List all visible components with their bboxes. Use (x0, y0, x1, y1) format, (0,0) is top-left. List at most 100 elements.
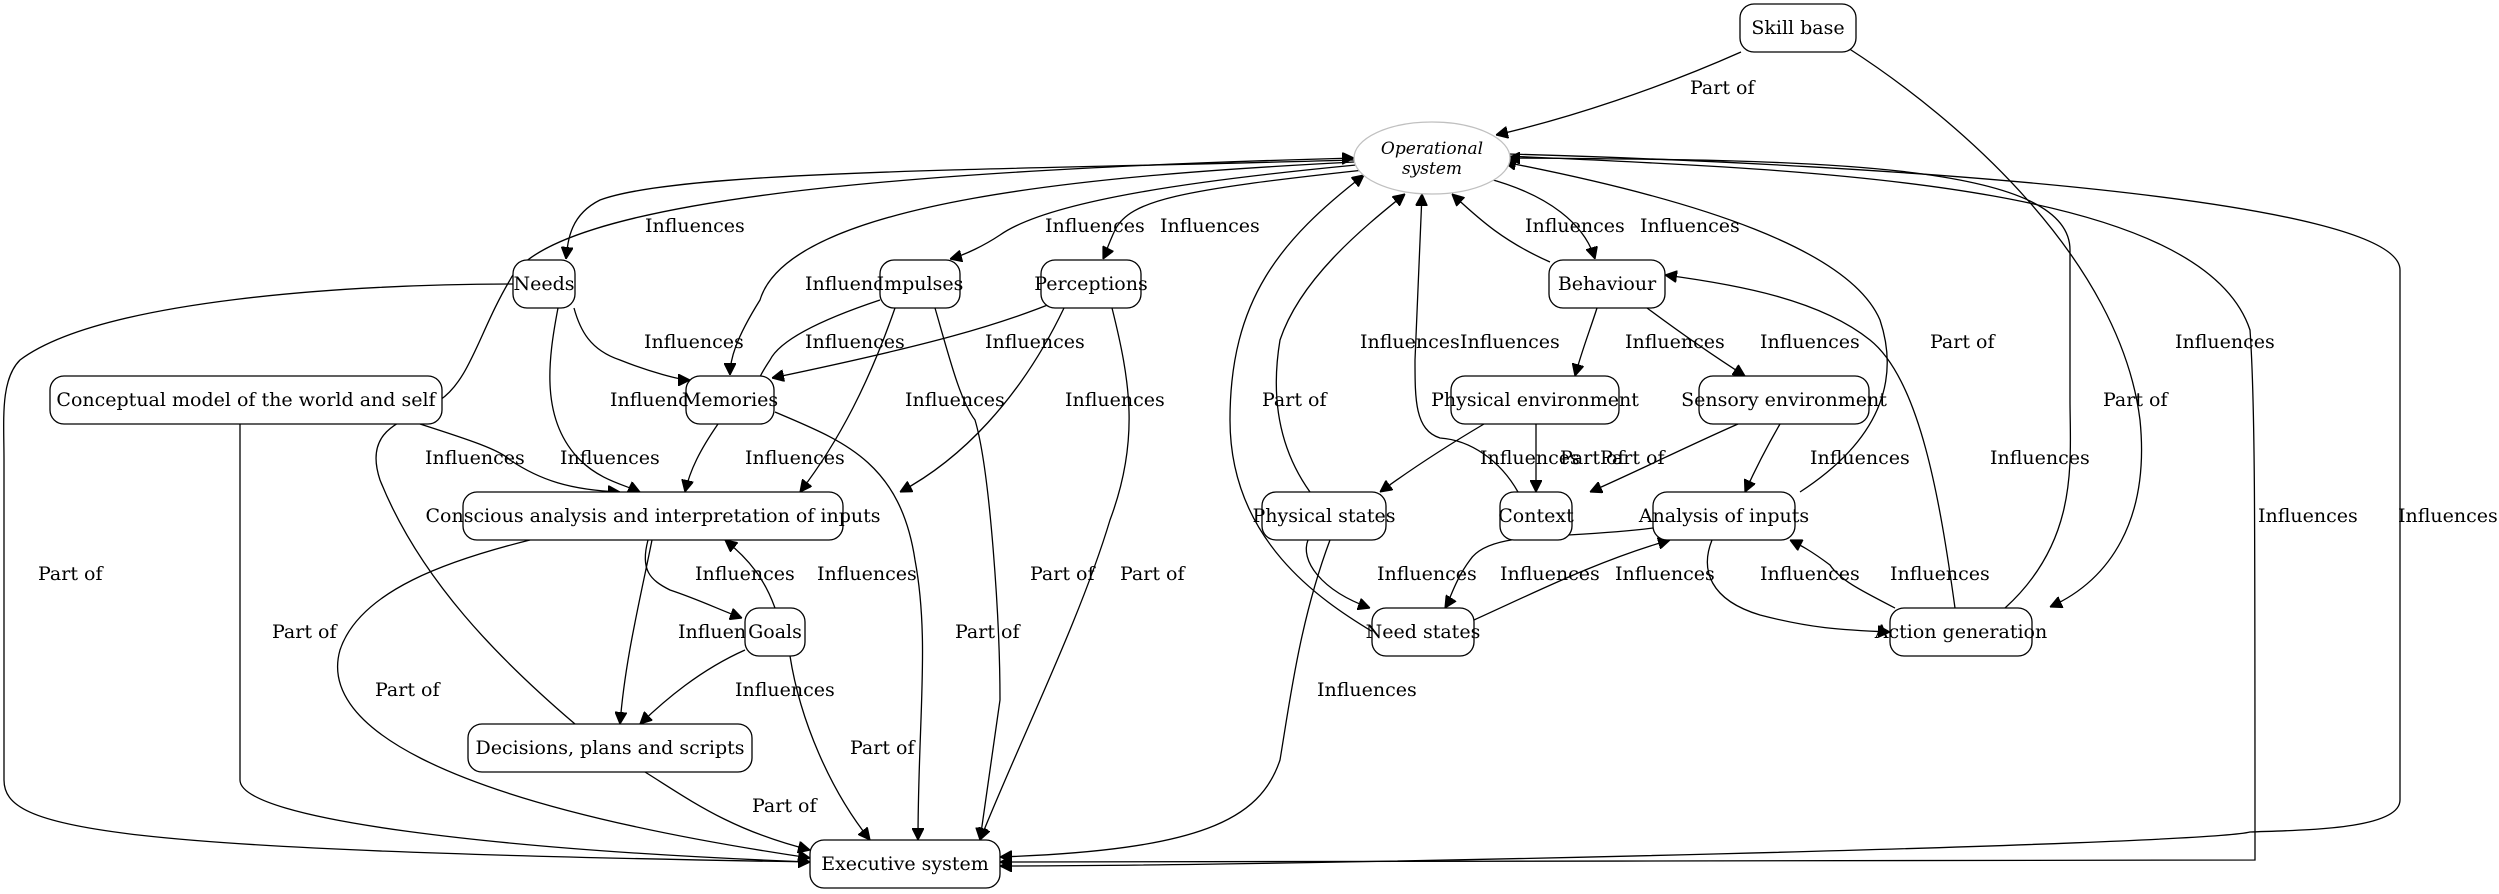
edge-line (566, 159, 1355, 259)
edge-label: Influences (1460, 331, 1560, 353)
node-label: Perceptions (1034, 273, 1147, 295)
node-skill-base[interactable]: Skill base (1739, 3, 1857, 53)
node-perceptions[interactable]: Perceptions (1034, 259, 1148, 309)
edge-needs-to-memories: Influences (573, 307, 744, 380)
edge-label: Influences (1625, 331, 1725, 353)
node-context[interactable]: Context (1498, 491, 1574, 541)
edge-decisions-to-executive: Part of (644, 771, 818, 850)
edge-label: Part of (2103, 389, 2169, 411)
node-shape (49, 375, 443, 425)
node-need-states[interactable]: Need states (1366, 607, 1481, 657)
edge-line (1000, 155, 2256, 862)
edge-label: Part of (850, 737, 916, 759)
node-shape (685, 375, 775, 425)
edge-line (1504, 162, 1888, 493)
edge-context-to-operational: Influences (1414, 194, 1560, 493)
node-behaviour[interactable]: Behaviour (1548, 259, 1666, 309)
node-shape (879, 259, 961, 309)
edge-label: Influences (610, 389, 710, 411)
edge-line (1706, 539, 1890, 632)
edge-analysis-to-need_states: Influences (1445, 527, 1654, 608)
edge-analysis-to-action_gen: Influences (1706, 539, 1890, 632)
edge-label: Part of (1262, 389, 1328, 411)
node-needs[interactable]: Needs (512, 259, 576, 309)
edge-line (730, 161, 1355, 375)
node-label: Physical states (1252, 505, 1395, 527)
edge-line (3, 283, 810, 862)
node-label: Memories (682, 389, 778, 411)
edge-behaviour-to-physical_env: Influences (1575, 307, 1725, 376)
edge-perceptions-to-executive: Part of (980, 307, 1186, 840)
edge-label: Influences (1377, 563, 1477, 585)
edge-physical_env-to-context: Part of (1536, 424, 1626, 492)
node-conscious[interactable]: Conscious analysis and interpretation of… (426, 491, 881, 541)
edge-action_gen-to-operational: Part of (1508, 158, 2169, 609)
edge-line (1305, 539, 1370, 608)
edge-conceptual-to-executive: Part of (239, 424, 810, 862)
edge-conscious-to-executive: Part of (336, 539, 810, 858)
node-memories[interactable]: Memories (682, 375, 778, 425)
edge-line (789, 655, 870, 840)
edge-behaviour-to-operational: Influences (1452, 194, 1625, 263)
edge-line (336, 539, 810, 858)
edge-need_states-to-analysis: Influences (1473, 540, 1715, 621)
edge-line (1508, 158, 2072, 609)
node-shape (1040, 259, 1142, 309)
node-label: Physical environment (1431, 389, 1639, 411)
node-executive[interactable]: Executive system (809, 839, 1001, 889)
edge-operational-to-executive: Influences (1000, 155, 2358, 862)
node-shape (467, 723, 753, 773)
node-shape (809, 839, 1001, 889)
edge-analysis-to-operational: Part of (1504, 162, 1996, 493)
edge-line (1380, 423, 1485, 492)
node-label: Operational (1381, 139, 1483, 159)
edge-operational-to-perceptions: Influences (1103, 169, 1365, 259)
edge-label: Part of (1930, 331, 1996, 353)
edge-operational-to-needs: Influences (566, 159, 1355, 259)
node-shape (1499, 491, 1573, 541)
edge-memories-to-executive: Part of (774, 411, 1021, 840)
node-sensory-env[interactable]: Sensory environment (1681, 375, 1887, 425)
edge-line (1590, 423, 1739, 492)
edge-label: Influences (645, 215, 745, 237)
edge-memories-to-conscious: Influences (685, 423, 845, 492)
edge-line (980, 307, 1130, 840)
edge-line (934, 307, 1001, 840)
edges-layer: Part ofInfluencesInfluencesInfluencesInf… (3, 47, 2498, 866)
node-action-gen[interactable]: Action generation (1874, 607, 2047, 657)
edge-line (644, 771, 810, 850)
edge-sensory_env-to-context: Part of (1590, 423, 1739, 492)
edge-line (685, 423, 719, 492)
node-shape (512, 259, 576, 309)
edge-action_gen-to-analysis: Influences (1790, 540, 1990, 609)
node-shape (744, 607, 806, 657)
edge-line (375, 158, 1354, 725)
edge-label: Part of (1030, 563, 1096, 585)
edge-needs-to-executive: Part of (3, 283, 810, 862)
edge-behaviour-to-sensory_env: Influences (1646, 307, 1860, 376)
node-conceptual[interactable]: Conceptual model of the world and self (49, 375, 443, 425)
node-impulses[interactable]: Impulses (877, 259, 964, 309)
edge-perceptions-to-conscious: Influences (900, 307, 1165, 492)
node-label: Skill base (1751, 17, 1844, 39)
edge-label: Influences (905, 389, 1005, 411)
edge-line (620, 539, 653, 724)
edge-line (419, 423, 620, 492)
edge-impulses-to-conscious: Influences (800, 307, 1005, 492)
edge-goals-to-decisions: Influences (640, 649, 835, 724)
edge-line (1445, 527, 1654, 608)
edge-line (900, 307, 1065, 492)
node-label: Action generation (1874, 621, 2047, 643)
edge-line (1665, 275, 1956, 609)
node-goals[interactable]: Goals (744, 607, 806, 657)
node-physical-env[interactable]: Physical environment (1431, 375, 1639, 425)
edge-label: Influences (1317, 679, 1417, 701)
edge-label: Influences (425, 447, 525, 469)
node-decisions[interactable]: Decisions, plans and scripts (467, 723, 753, 773)
edge-line (1473, 540, 1670, 621)
node-analysis[interactable]: Analysis of inputs (1638, 491, 1809, 541)
node-physical-states[interactable]: Physical states (1252, 491, 1396, 541)
edge-label: Influences (1990, 447, 2090, 469)
